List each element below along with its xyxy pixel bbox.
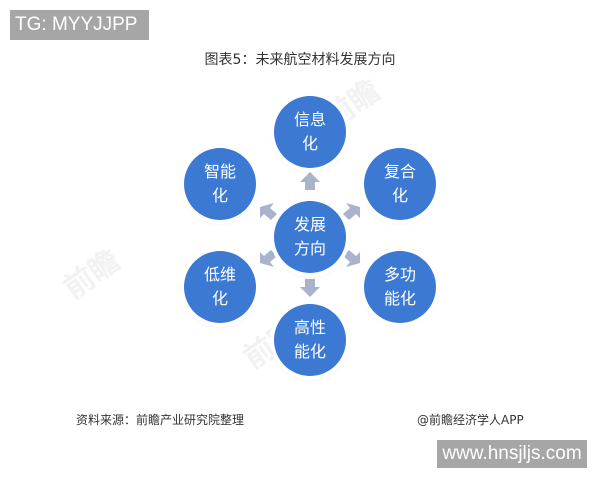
arrow-down-icon <box>300 279 320 297</box>
url-watermark: www.hnsjljs.com <box>437 440 587 468</box>
arrow-lower-right-icon <box>343 250 360 267</box>
node-multifunctional: 多功 能化 <box>364 251 436 323</box>
node-intelligent: 智能 化 <box>184 148 256 220</box>
node-high-performance: 高性 能化 <box>274 304 346 376</box>
arrow-upper-left-icon <box>260 203 277 220</box>
node-center-development-direction: 发展 方向 <box>274 201 346 273</box>
source-note: 资料来源：前瞻产业研究院整理 <box>76 413 245 427</box>
node-low-dimensional: 低维 化 <box>184 251 256 323</box>
tg-watermark: TG: MYYJJPP <box>10 10 149 40</box>
arrow-upper-right-icon <box>343 203 360 220</box>
node-composite: 复合 化 <box>364 148 436 220</box>
node-informatization: 信息 化 <box>274 96 346 168</box>
figure-title: 图表5：未来航空材料发展方向 <box>204 52 396 68</box>
arrow-lower-left-icon <box>260 250 277 267</box>
credit-note: @前瞻经济学人APP <box>417 413 524 427</box>
arrow-up-icon <box>300 172 320 190</box>
